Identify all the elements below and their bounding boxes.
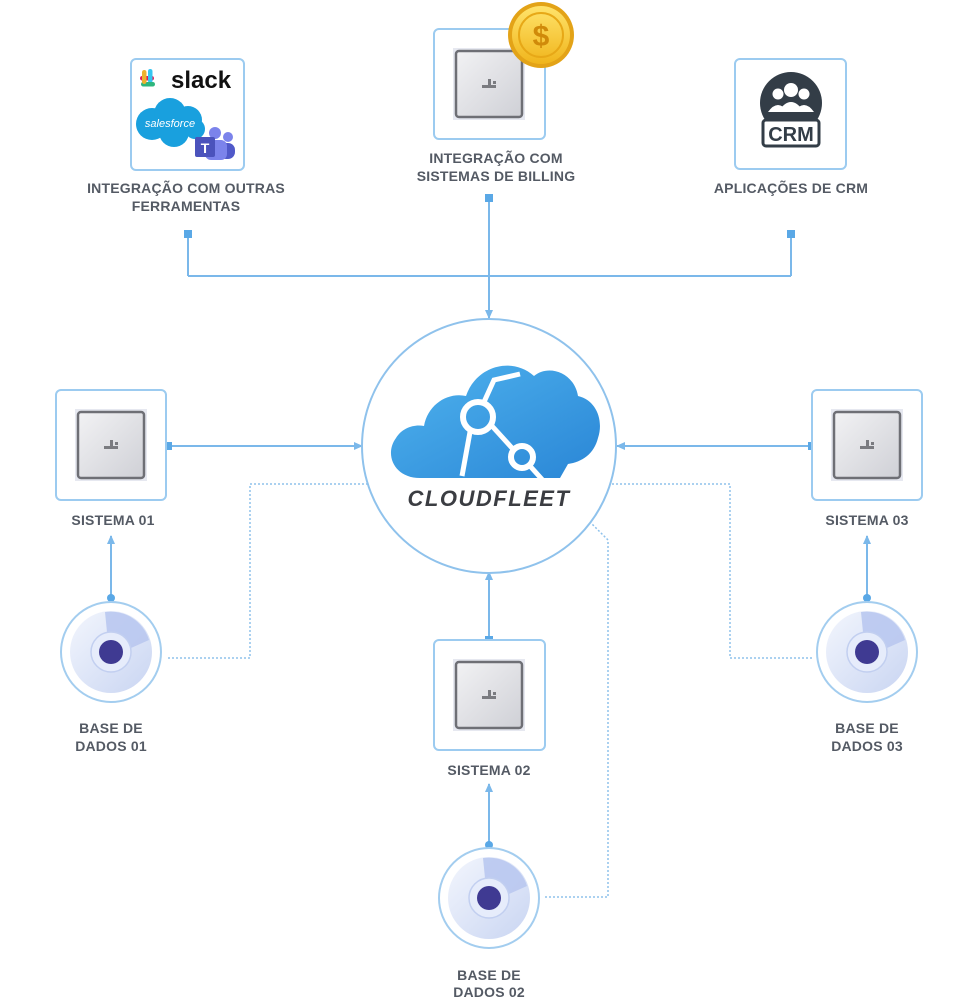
dotted-link-db01	[168, 483, 372, 659]
sistema-01: SISTEMA 01	[55, 389, 167, 528]
integration-billing: $ INTEGRAÇÃO COM SISTEMAS DE BILLING	[417, 2, 576, 184]
port-db03	[863, 594, 871, 602]
sistema-02: SISTEMA 02	[433, 639, 546, 778]
port-db02	[485, 841, 493, 849]
svg-text:T: T	[201, 140, 210, 156]
sistema-02-chip-icon	[451, 657, 527, 733]
sistema-02-label: SISTEMA 02	[447, 762, 530, 778]
brand-name: CLOUDFLEET	[408, 486, 571, 511]
database-02-label-line1: BASE DE	[457, 967, 521, 983]
cloud-logo-icon	[390, 365, 600, 488]
database-01-icon	[60, 601, 162, 703]
sistema-03-label: SISTEMA 03	[825, 512, 908, 528]
tools-label-line2: FERRAMENTAS	[132, 198, 241, 214]
crm-icon-text: CRM	[768, 124, 814, 146]
integration-crm: CRM APLICAÇÕES DE CRM	[714, 58, 868, 196]
port-crm	[787, 230, 795, 238]
coin-symbol: $	[533, 20, 550, 53]
database-02-label-line2: DADOS 02	[453, 984, 525, 1000]
dotted-link-db02	[545, 519, 609, 898]
teams-logo-icon: T	[195, 127, 235, 160]
crm-icon: CRM	[760, 72, 822, 148]
slack-wordmark: slack	[171, 67, 232, 94]
database-01-label-line1: BASE DE	[79, 720, 143, 736]
slack-logo-icon: slack	[140, 67, 232, 94]
port-db01	[107, 594, 115, 602]
sistema-03-chip-icon	[829, 407, 905, 483]
coin-icon: $	[508, 2, 574, 68]
billing-label-line2: SISTEMAS DE BILLING	[417, 168, 576, 184]
salesforce-logo-icon: salesforce	[136, 98, 205, 147]
base-de-dados-02: BASE DE DADOS 02	[438, 847, 540, 1000]
billing-chip-icon	[451, 46, 527, 122]
database-03-icon	[816, 601, 918, 703]
sistema-01-chip-icon	[73, 407, 149, 483]
connectors	[107, 194, 871, 898]
database-02-icon	[438, 847, 540, 949]
cloudfleet-hub: CLOUDFLEET	[361, 318, 617, 574]
port-tools	[184, 230, 192, 238]
database-01-label-line2: DADOS 01	[75, 738, 147, 754]
sistema-01-label: SISTEMA 01	[71, 512, 154, 528]
integration-tools: slack salesforce T INTEGRAÇÃO COM OUTRAS…	[87, 58, 285, 214]
salesforce-wordmark: salesforce	[145, 118, 195, 130]
base-de-dados-01: BASE DE DADOS 01	[60, 601, 162, 754]
port-sistema01	[164, 442, 172, 450]
billing-label-line1: INTEGRAÇÃO COM	[429, 149, 562, 166]
crm-label: APLICAÇÕES DE CRM	[714, 179, 868, 196]
tools-label-line1: INTEGRAÇÃO COM OUTRAS	[87, 179, 285, 196]
sistema-03: SISTEMA 03	[811, 389, 923, 528]
database-03-label-line1: BASE DE	[835, 720, 899, 736]
base-de-dados-03: BASE DE DADOS 03	[816, 601, 918, 754]
port-billing	[485, 194, 493, 202]
dotted-link-db03	[607, 483, 812, 659]
database-03-label-line2: DADOS 03	[831, 738, 903, 754]
